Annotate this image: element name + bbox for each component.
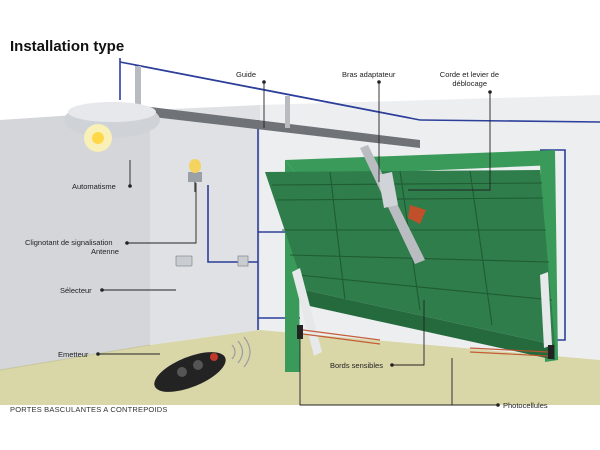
door-rib-2 <box>276 197 544 201</box>
door-bottom-edge <box>305 290 555 360</box>
side-wall <box>150 105 260 345</box>
callout-photo-left <box>299 338 498 406</box>
selector-box <box>175 255 193 267</box>
left-wall <box>0 110 150 370</box>
diagram-title: Installation type <box>10 38 125 55</box>
signal-wave-2 <box>237 340 244 364</box>
photocell-left <box>297 325 303 339</box>
counterweight-arm-right <box>540 272 552 348</box>
door-vrib-3 <box>469 170 493 326</box>
dot-guide <box>262 80 266 84</box>
label-bras-adaptateur: Bras adaptateur <box>342 70 396 79</box>
wire-3 <box>134 64 421 121</box>
arm-bracket <box>378 172 398 208</box>
flasher-lamp <box>189 159 201 173</box>
door-panel <box>265 170 555 345</box>
label-photocellules: Photocellules <box>503 401 548 410</box>
diagram-caption: PORTES BASCULANTES A CONTREPOIDS <box>10 405 168 414</box>
label-clignotant: Clignotant de signalisation <box>25 238 113 247</box>
remote-signal <box>231 336 251 368</box>
label-corde-levier-1: Corde et levier de <box>439 70 499 79</box>
release-lever <box>408 205 426 224</box>
junction-box <box>237 255 249 267</box>
floor-edge <box>0 344 151 371</box>
frame-top <box>285 150 555 176</box>
label-selecteur: Sélecteur <box>60 286 92 295</box>
callout-dots <box>96 80 500 407</box>
photocells <box>297 325 554 359</box>
dot-bords <box>390 363 394 367</box>
garage-door <box>265 170 555 360</box>
dot-emetteur <box>96 352 100 356</box>
signal-wave-1 <box>231 344 236 360</box>
dot-selecteur <box>100 288 104 292</box>
motor-unit <box>64 102 160 152</box>
ceiling-rail <box>110 66 420 148</box>
wire-8 <box>540 149 566 341</box>
label-guide: Guide <box>236 70 257 79</box>
door-rib-1 <box>271 182 543 186</box>
label-automatisme: Automatisme <box>72 182 116 191</box>
label-bords-sensibles: Bords sensibles <box>330 361 383 370</box>
remote-button-2 <box>193 360 203 370</box>
flasher-antenna <box>188 159 202 192</box>
remote-emitter <box>154 336 251 392</box>
counterweight-arm-left <box>292 268 322 356</box>
label-corde-levier-2: déblocage <box>452 79 487 88</box>
flasher-base <box>188 172 202 182</box>
remote-led <box>210 353 218 361</box>
motor-top <box>68 102 156 122</box>
dot-corde <box>488 90 492 94</box>
photocell-right <box>548 345 554 359</box>
beam-4 <box>469 351 549 357</box>
motor-light-core <box>92 132 104 144</box>
callout-clignotant <box>127 183 197 244</box>
remote-button-1 <box>177 367 187 377</box>
door-rib-5 <box>297 274 553 301</box>
rail-hanger-1 <box>135 66 141 108</box>
beam-3 <box>469 347 549 353</box>
callout-bords <box>392 300 425 366</box>
wire-9 <box>419 119 600 123</box>
dot-automatisme <box>128 184 132 188</box>
adaptor-arm <box>360 145 426 264</box>
photocell-beams <box>302 329 549 357</box>
guide-rail <box>110 102 420 148</box>
rail-hanger-2 <box>285 96 290 128</box>
door-vrib-1 <box>329 171 346 301</box>
signal-wave-3 <box>243 336 251 368</box>
callout-corde <box>408 92 491 191</box>
beam-1 <box>302 329 381 341</box>
remote-body <box>154 352 226 392</box>
dot-clignotant <box>125 241 129 245</box>
callout-lines <box>98 82 498 406</box>
dot-photocellules <box>496 403 500 407</box>
dot-bras <box>377 80 381 84</box>
label-emetteur: Emetteur <box>58 350 89 359</box>
label-antenne: Antenne <box>91 247 119 256</box>
beam-2 <box>302 333 381 345</box>
